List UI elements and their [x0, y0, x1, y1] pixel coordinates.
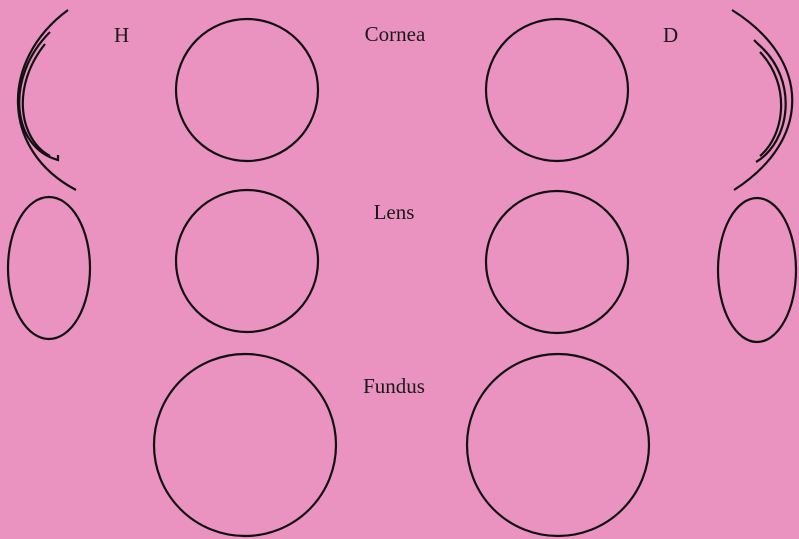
left-lens-side-ellipse: [8, 197, 90, 339]
left-cornea-outer-arc: [18, 10, 76, 190]
right-cornea-outer-arc: [732, 10, 792, 190]
fundus-label: Fundus: [363, 376, 425, 397]
cornea-label: Cornea: [365, 24, 426, 45]
left-lens-circle: [176, 190, 318, 332]
right-lens-circle: [486, 191, 628, 333]
right-cornea-circle: [486, 19, 628, 161]
right-eye-label: D: [663, 25, 678, 46]
left-eye-label: H: [114, 25, 129, 46]
right-fundus-circle: [467, 354, 649, 536]
left-fundus-circle: [154, 354, 336, 536]
lens-label: Lens: [374, 202, 415, 223]
left-cornea-circle: [176, 19, 318, 161]
right-lens-side-ellipse: [718, 198, 796, 342]
